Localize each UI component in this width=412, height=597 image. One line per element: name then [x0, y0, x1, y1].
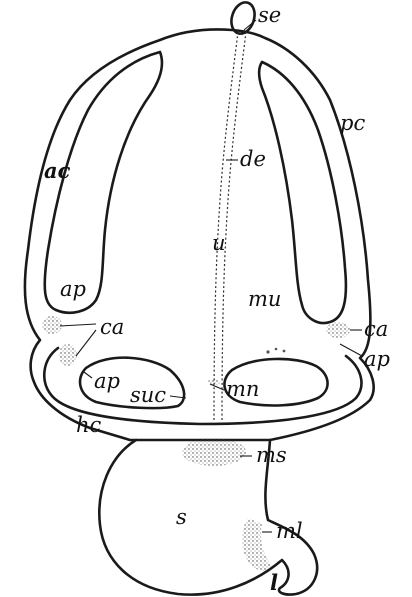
label-ms: ms: [256, 443, 287, 467]
label-l: l: [270, 570, 278, 595]
label-ca-right: ca: [364, 317, 388, 341]
label-suc: suc: [130, 383, 166, 407]
endolymphatic-duct: [214, 32, 246, 420]
label-ca-left: ca: [100, 315, 124, 339]
macula-utriculi-dot: [275, 348, 278, 351]
label-s: s: [176, 505, 187, 529]
label-se: se: [258, 3, 281, 27]
label-ac: ac: [44, 158, 71, 183]
macula-lagenae: [242, 518, 272, 571]
utricle-outline: [25, 29, 374, 440]
crista-ampullaris-right: [326, 322, 350, 338]
crista-ampullaris-left-lower: [59, 344, 77, 366]
crista-ampullaris-left-upper: [42, 316, 62, 334]
label-ml: ml: [276, 519, 303, 543]
label-mu: mu: [248, 287, 281, 311]
label-ap-lower-left: ap: [94, 369, 120, 393]
macula-utriculi-dot: [266, 350, 269, 353]
macula-utriculi-dot: [283, 350, 286, 353]
label-pc: pc: [340, 111, 365, 135]
label-ap-right: ap: [364, 347, 390, 371]
sensory-patches: [42, 316, 350, 571]
label-mn: mn: [226, 377, 259, 401]
label-u: u: [212, 231, 226, 255]
posterior-canal-lumen: [259, 62, 346, 323]
label-hc: hc: [76, 413, 102, 437]
label-ap-upper-left: ap: [60, 277, 86, 301]
label-de: de: [240, 147, 266, 171]
macula-sacculi: [182, 438, 246, 466]
macula-neglecta-spot: [208, 379, 220, 385]
